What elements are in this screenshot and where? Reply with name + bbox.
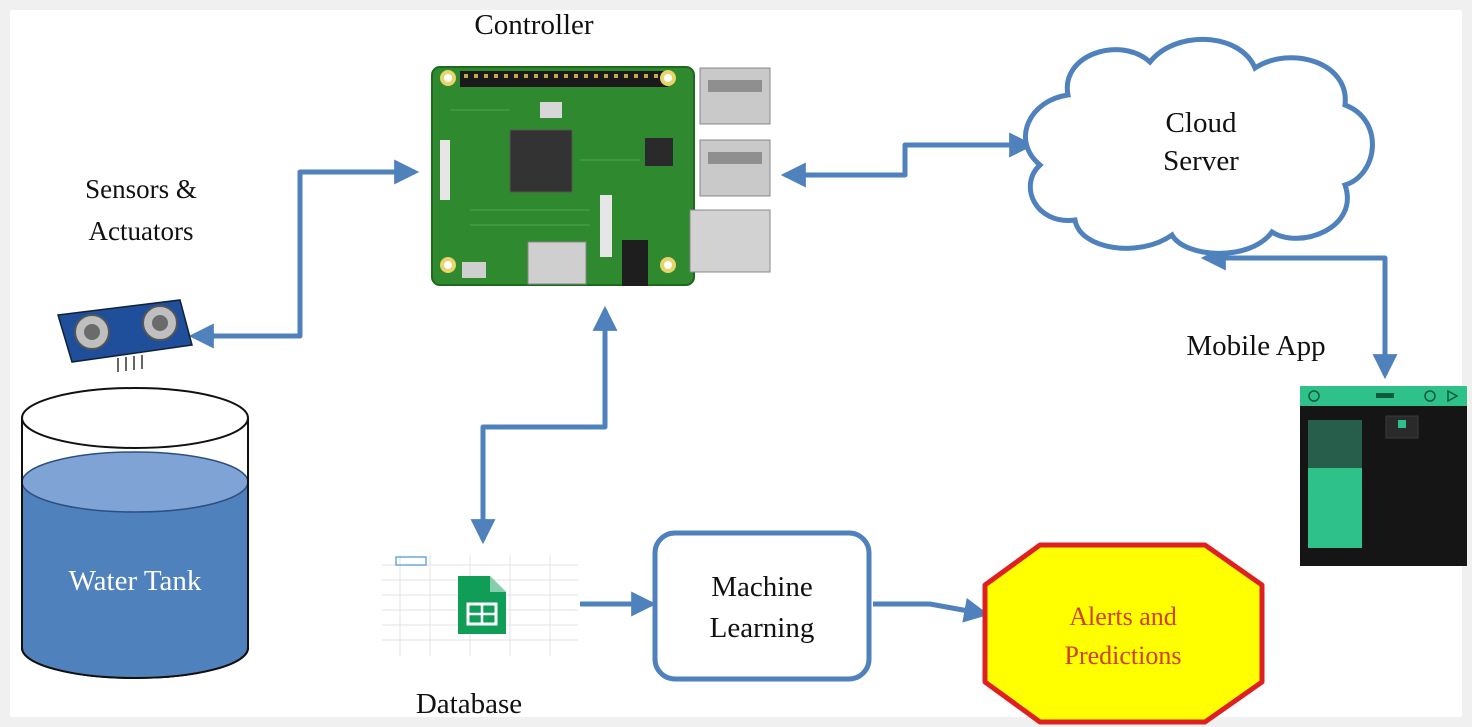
database-label: Database — [416, 688, 522, 720]
mobile-app-screen-icon — [1300, 386, 1467, 566]
connector-cloud-mobile — [1200, 245, 1398, 380]
cloud-label-line1: Cloud — [1166, 107, 1237, 139]
spreadsheet-icon — [382, 548, 578, 656]
water-tank-label: Water Tank — [69, 565, 202, 597]
connector-controller-cloud — [780, 132, 1035, 188]
connector-sensors-controller — [188, 159, 420, 349]
cloud-shape-icon — [1022, 36, 1375, 256]
machine-learning-box — [652, 530, 872, 682]
ml-label-line2: Learning — [710, 612, 815, 644]
controller-label: Controller — [474, 9, 594, 41]
ultrasonic-sensor-icon — [57, 299, 193, 372]
connector-ml-alerts — [873, 597, 990, 623]
cloud-label-line2: Server — [1163, 145, 1239, 177]
alerts-label-line2: Predictions — [1065, 641, 1182, 670]
connector-database-controller — [470, 305, 618, 545]
sensors-label-line1: Sensors & — [85, 174, 197, 204]
water-tank — [21, 387, 249, 679]
mobile-app-label: Mobile App — [1186, 330, 1325, 362]
alerts-label-line1: Alerts and — [1069, 602, 1177, 631]
raspberry-pi-board-icon — [431, 66, 771, 286]
ml-label-line1: Machine — [711, 571, 812, 603]
alerts-octagon — [982, 542, 1265, 725]
sensors-label-line2: Actuators — [89, 216, 194, 246]
